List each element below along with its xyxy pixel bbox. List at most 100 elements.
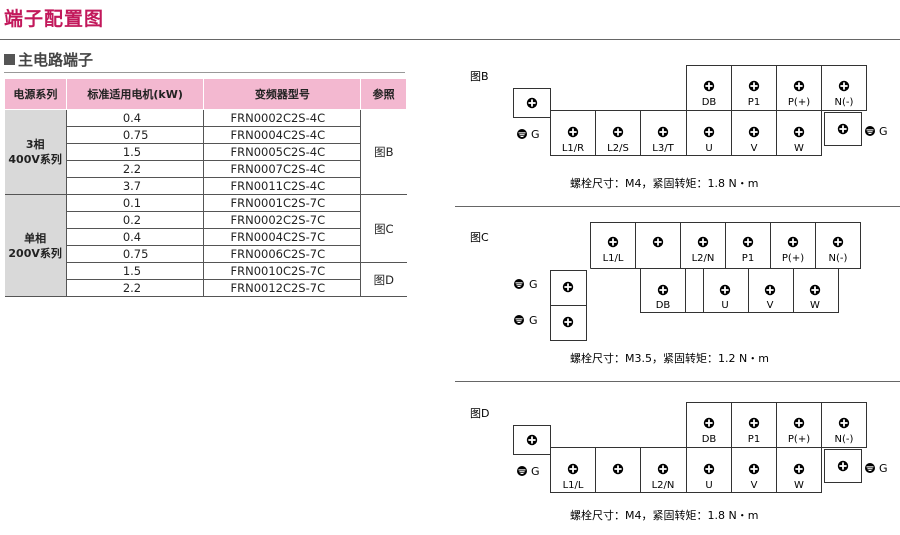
table-row: 0.75 FRN0006C2S-7C [5, 245, 407, 263]
screw-terminal-icon [703, 80, 715, 92]
terminal-label: P(+) [788, 434, 810, 445]
terminal-label: U [705, 143, 712, 154]
screw-terminal-icon [748, 463, 760, 475]
diagram-d: 图D G DB P1 P(+) N(-) [470, 402, 888, 522]
screw-terminal-icon [838, 417, 850, 429]
screw-terminal-icon [837, 123, 849, 135]
motor-kw-cell: 0.4 [66, 228, 205, 246]
screw-terminal-icon [719, 284, 731, 296]
terminal-label: V [751, 480, 758, 491]
motor-kw-cell: 0.4 [66, 109, 205, 127]
screw-terminal-icon [562, 316, 574, 328]
screw-terminal-icon [837, 460, 849, 472]
diagram-c: 图C L1/L L2/N P1 P( [470, 222, 861, 365]
diagram-label: 图B [470, 70, 489, 83]
terminal-label: L1/R [562, 143, 584, 154]
table-row: 1.5 FRN0005C2S-4C [5, 143, 407, 161]
terminal-label: L3/T [652, 143, 674, 154]
model-cell: FRN0005C2S-4C [203, 143, 362, 161]
screw-terminal-icon [567, 126, 579, 138]
section-title-text: 主电路端子 [18, 51, 94, 69]
screw-terminal-icon [657, 284, 669, 296]
screw-terminal-icon [703, 126, 715, 138]
screw-terminal-icon [607, 236, 619, 248]
diagram-caption: 螺栓尺寸：M4，紧固转矩：1.8 N・m [570, 176, 758, 190]
screw-terminal-icon [793, 463, 805, 475]
ground-icon [865, 126, 875, 136]
motor-kw-cell: 1.5 [66, 262, 205, 280]
terminal-label: DB [702, 434, 717, 445]
model-cell: FRN0012C2S-7C [203, 279, 362, 297]
screw-terminal-icon [742, 236, 754, 248]
screw-terminal-icon [652, 236, 664, 248]
screw-terminal-icon [764, 284, 776, 296]
terminal-label: V [767, 300, 774, 311]
table-row: 2.2 FRN0007C2S-4C [5, 160, 407, 178]
screw-terminal-icon [793, 417, 805, 429]
motor-kw-cell: 0.1 [66, 194, 205, 212]
terminal-label: P1 [748, 434, 760, 445]
motor-kw-cell: 2.2 [66, 279, 205, 297]
terminal-label: G [529, 314, 538, 327]
screw-terminal-icon [703, 463, 715, 475]
ground-icon [514, 315, 524, 325]
screw-terminal-icon [838, 80, 850, 92]
table-header-row: 电源系列 标准适用电机(kW) 变频器型号 参照 [4, 78, 407, 110]
diagram-label: 图D [470, 407, 489, 420]
header-motor-kw: 标准适用电机(kW) [65, 78, 205, 110]
section-divider [4, 72, 405, 73]
terminal-label: G [879, 125, 888, 138]
screw-terminal-icon [787, 236, 799, 248]
page-title: 端子配置图 [4, 8, 105, 30]
motor-kw-cell: 0.75 [66, 126, 205, 144]
terminal-label: G [531, 465, 540, 478]
terminal-label: DB [656, 300, 671, 311]
screw-terminal-icon [567, 463, 579, 475]
reference-cell: 图C [360, 194, 407, 263]
terminal-label: G [529, 278, 538, 291]
reference-cell: 图B [360, 109, 407, 195]
ground-icon [514, 279, 524, 289]
diagram-caption: 螺栓尺寸：M4，紧固转矩：1.8 N・m [570, 508, 758, 522]
terminal-label: L2/N [692, 253, 715, 264]
table-row: 1.5 FRN0010C2S-7C 图D [5, 262, 407, 297]
diagram-caption: 螺栓尺寸：M3.5，紧固转矩：1.2 N・m [570, 351, 769, 365]
screw-terminal-icon [748, 417, 760, 429]
motor-kw-cell: 0.75 [66, 245, 205, 263]
header-reference: 参照 [360, 78, 407, 110]
model-cell: FRN0002C2S-4C [203, 109, 362, 127]
square-bullet-icon [4, 54, 15, 65]
terminal-label: L2/S [607, 143, 629, 154]
screw-terminal-icon [703, 417, 715, 429]
screw-terminal-icon [809, 284, 821, 296]
table-row: 2.2 FRN0012C2S-7C [5, 279, 407, 297]
terminal-label: P1 [742, 253, 754, 264]
screw-terminal-icon [832, 236, 844, 248]
ground-icon [517, 129, 527, 139]
model-cell: FRN0010C2S-7C [203, 262, 362, 280]
reference-cell: 图D [360, 262, 407, 297]
motor-kw-cell: 2.2 [66, 160, 205, 178]
model-cell: FRN0011C2S-4C [203, 177, 362, 195]
model-cell: FRN0006C2S-7C [203, 245, 362, 263]
motor-kw-cell: 0.2 [66, 211, 205, 229]
terminal-label: L1/L [603, 253, 624, 264]
terminal-label: L2/N [652, 480, 675, 491]
model-cell: FRN0004C2S-7C [203, 228, 362, 246]
screw-terminal-icon [657, 126, 669, 138]
screw-terminal-icon [657, 463, 669, 475]
section-title: 主电路端子 [4, 49, 93, 70]
terminal-label: V [751, 143, 758, 154]
ground-icon [517, 466, 527, 476]
terminal-label: W [794, 480, 804, 491]
terminal-label: DB [702, 97, 717, 108]
table-row: 0.4 FRN0004C2S-7C [5, 228, 407, 246]
header-power-series: 电源系列 [4, 78, 67, 110]
screw-terminal-icon [612, 126, 624, 138]
terminal-label: P(+) [788, 97, 810, 108]
terminal-label: N(-) [829, 253, 848, 264]
